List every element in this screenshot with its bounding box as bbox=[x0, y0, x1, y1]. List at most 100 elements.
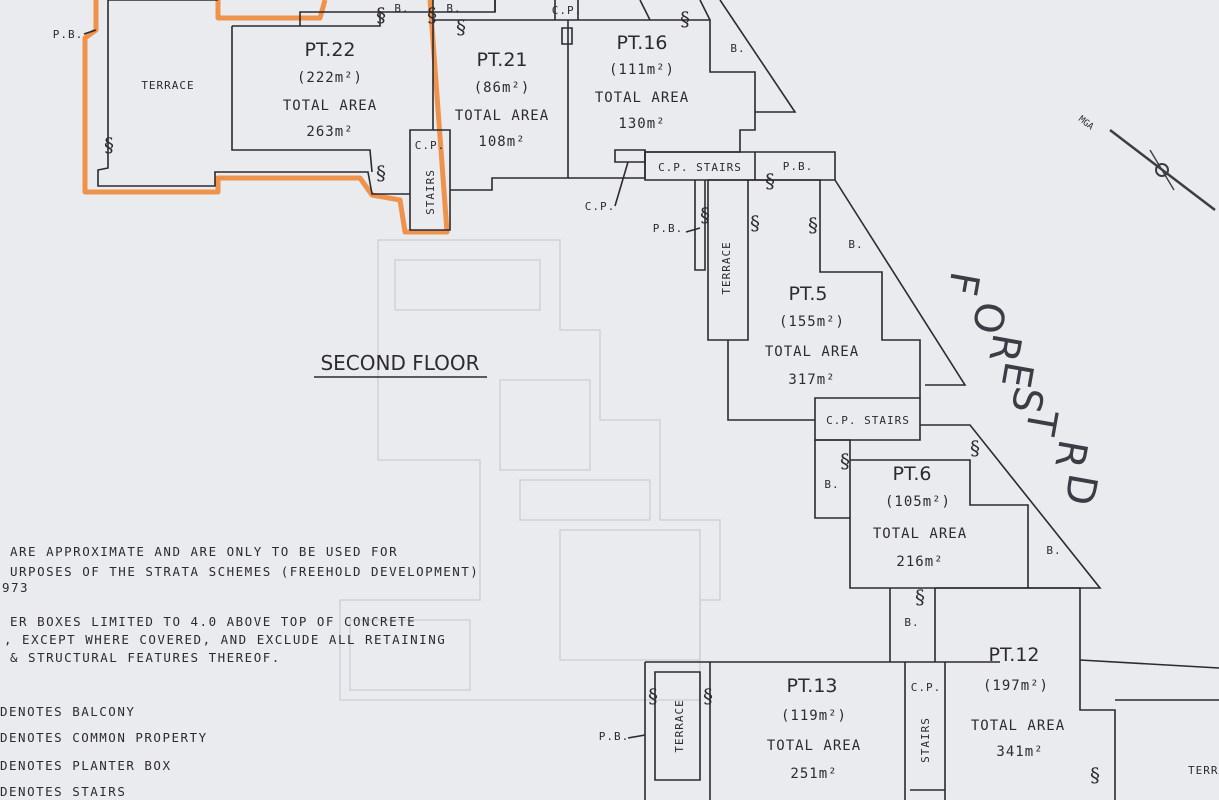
lot-pt21: PT.21 (86m²) TOTAL AREA 108m² bbox=[455, 49, 549, 150]
svg-text:PT.16: PT.16 bbox=[616, 32, 667, 54]
svg-text:(119m²): (119m²) bbox=[781, 708, 847, 724]
lot-pt12: PT.12 (197m²) TOTAL AREA 341m² bbox=[971, 644, 1065, 760]
balcony-label: B. bbox=[848, 238, 863, 251]
cp-stairs-label: C.P. STAIRS bbox=[658, 161, 742, 174]
boundary-symbols: § § § § § § § § § § § § § § § § bbox=[104, 3, 1100, 787]
floor-title: SECOND FLOOR bbox=[320, 351, 479, 375]
svg-text:R: R bbox=[1045, 436, 1095, 471]
balcony-label: B. bbox=[446, 2, 461, 15]
planter-box-label: P.B. bbox=[653, 222, 684, 235]
lot-boundaries bbox=[97, 0, 1219, 800]
svg-text:TOTAL AREA: TOTAL AREA bbox=[455, 108, 549, 124]
svg-text:D: D bbox=[1055, 470, 1106, 508]
cp-stairs-label: C.P. STAIRS bbox=[826, 414, 910, 427]
stairs-label: STAIRS bbox=[424, 169, 437, 215]
lot-total-label: TOTAL AREA bbox=[283, 98, 377, 114]
svg-text:PT.21: PT.21 bbox=[476, 49, 527, 71]
svg-text:PT.5: PT.5 bbox=[789, 283, 828, 305]
balcony-label: B. bbox=[824, 478, 839, 491]
cp-label: C.P. bbox=[911, 681, 942, 694]
terrace-label: TERRACE bbox=[1188, 764, 1219, 777]
cp-label: C.P. bbox=[552, 4, 583, 17]
balcony-label: B. bbox=[904, 616, 919, 629]
svg-text:O: O bbox=[963, 298, 1014, 337]
plan-notes: ARE APPROXIMATE AND ARE ONLY TO BE USED … bbox=[2, 544, 479, 665]
svg-text:317m²: 317m² bbox=[788, 372, 835, 388]
north-label: MGA bbox=[1076, 114, 1095, 132]
lot-pt6: PT.6 (105m²) TOTAL AREA 216m² bbox=[873, 463, 967, 570]
svg-text:973: 973 bbox=[2, 580, 29, 595]
svg-text:§: § bbox=[700, 203, 710, 227]
svg-text:(86m²): (86m²) bbox=[474, 80, 531, 96]
legend-item: DENOTES PLANTER BOX bbox=[0, 758, 172, 773]
svg-text:T: T bbox=[1016, 405, 1066, 439]
svg-text:§: § bbox=[808, 213, 818, 237]
svg-text:, EXCEPT WHERE COVERED, AND EX: , EXCEPT WHERE COVERED, AND EXCLUDE ALL … bbox=[4, 632, 446, 647]
balcony-label: B. bbox=[730, 42, 745, 55]
terrace-label: TERRACE bbox=[720, 241, 733, 294]
terrace-label: TERRACE bbox=[141, 79, 194, 92]
svg-text:§: § bbox=[648, 684, 658, 708]
svg-text:216m²: 216m² bbox=[896, 554, 943, 570]
balcony-label: B. bbox=[394, 2, 409, 15]
svg-text:130m²: 130m² bbox=[618, 116, 665, 132]
svg-text:TOTAL AREA: TOTAL AREA bbox=[873, 526, 967, 542]
svg-text:§: § bbox=[1090, 763, 1100, 787]
svg-text:§: § bbox=[680, 7, 690, 31]
lot-pt16: PT.16 (111m²) TOTAL AREA 130m² bbox=[595, 32, 689, 132]
svg-text:§: § bbox=[703, 684, 713, 708]
legend-item: DENOTES COMMON PROPERTY bbox=[0, 730, 208, 745]
svg-text:TOTAL AREA: TOTAL AREA bbox=[971, 718, 1065, 734]
north-arrow bbox=[1109, 129, 1216, 211]
lot-pt5: PT.5 (155m²) TOTAL AREA 317m² bbox=[765, 283, 859, 388]
cp-label: C.P. bbox=[585, 200, 616, 213]
lot-area: (222m²) bbox=[297, 70, 363, 86]
svg-text:251m²: 251m² bbox=[790, 766, 837, 782]
lot-pt22: PT.22 (222m²) TOTAL AREA 263m² bbox=[283, 39, 377, 140]
svg-text:(155m²): (155m²) bbox=[779, 314, 845, 330]
svg-text:ER BOXES LIMITED TO 4.0 ABOVE: ER BOXES LIMITED TO 4.0 ABOVE TOP OF CON… bbox=[10, 614, 416, 629]
street-name: F O R E S T R D bbox=[938, 268, 1105, 508]
svg-text:§: § bbox=[456, 15, 466, 39]
svg-text:§: § bbox=[915, 585, 925, 609]
svg-text:§: § bbox=[427, 3, 437, 27]
svg-text:& STRUCTURAL FEATURES THEREOF.: & STRUCTURAL FEATURES THEREOF. bbox=[10, 650, 281, 665]
planter-box-label: P.B. bbox=[599, 730, 630, 743]
svg-text:TOTAL AREA: TOTAL AREA bbox=[595, 90, 689, 106]
lot-total: 263m² bbox=[306, 124, 353, 140]
lot-id: PT.22 bbox=[304, 39, 355, 61]
planter-box-label: P.B. bbox=[53, 28, 84, 41]
svg-text:108m²: 108m² bbox=[478, 134, 525, 150]
cp-label: C.P. bbox=[415, 139, 446, 152]
svg-text:(111m²): (111m²) bbox=[609, 62, 675, 78]
svg-text:341m²: 341m² bbox=[996, 744, 1043, 760]
lot-pt13: PT.13 (119m²) TOTAL AREA 251m² bbox=[767, 675, 861, 782]
stairs-label: STAIRS bbox=[919, 717, 932, 763]
svg-text:§: § bbox=[840, 449, 850, 473]
lot-highlight bbox=[82, 0, 450, 235]
svg-text:F: F bbox=[938, 268, 987, 299]
planter-box-label: P.B. bbox=[783, 160, 814, 173]
svg-text:PT.12: PT.12 bbox=[988, 644, 1039, 666]
svg-text:§: § bbox=[970, 436, 980, 460]
svg-text:PT.6: PT.6 bbox=[893, 463, 932, 485]
legend-item: DENOTES BALCONY bbox=[0, 704, 135, 719]
svg-text:TOTAL AREA: TOTAL AREA bbox=[765, 344, 859, 360]
svg-text:ARE APPROXIMATE AND ARE ONLY T: ARE APPROXIMATE AND ARE ONLY TO BE USED … bbox=[10, 544, 398, 559]
svg-text:PT.13: PT.13 bbox=[786, 675, 837, 697]
svg-text:§: § bbox=[750, 211, 760, 235]
balcony-label: B. bbox=[1046, 544, 1061, 557]
legend: DENOTES BALCONY DENOTES COMMON PROPERTY … bbox=[0, 704, 208, 799]
svg-text:§: § bbox=[376, 3, 386, 27]
ghost-outline bbox=[339, 239, 721, 701]
svg-text:URPOSES OF THE STRATA SCHEMES: URPOSES OF THE STRATA SCHEMES (FREEHOLD … bbox=[10, 564, 479, 579]
svg-text:TOTAL AREA: TOTAL AREA bbox=[767, 738, 861, 754]
svg-text:(105m²): (105m²) bbox=[885, 494, 951, 510]
svg-text:§: § bbox=[765, 169, 775, 193]
legend-item: DENOTES STAIRS bbox=[0, 784, 126, 799]
svg-text:§: § bbox=[104, 133, 114, 157]
svg-text:(197m²): (197m²) bbox=[983, 678, 1049, 694]
terrace-label: TERRACE bbox=[673, 699, 686, 752]
